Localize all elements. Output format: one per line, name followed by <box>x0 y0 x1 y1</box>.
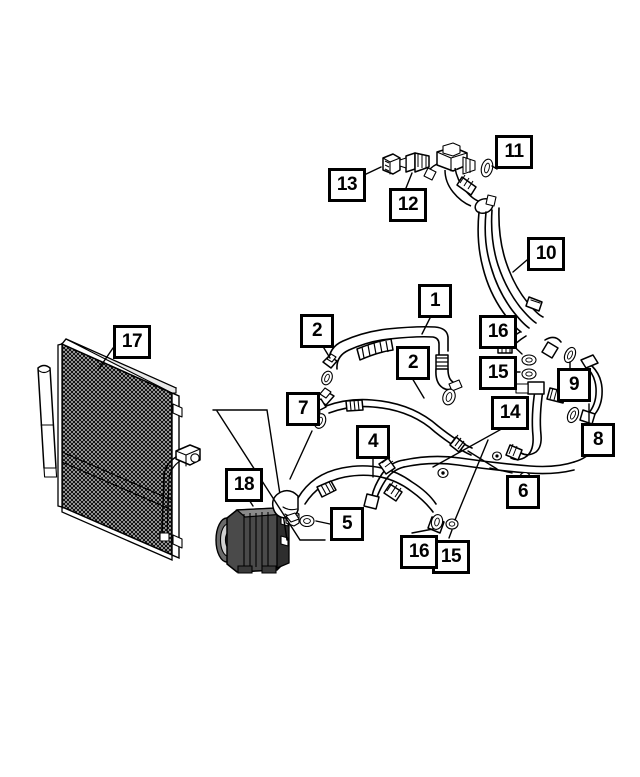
manifold-ribs <box>456 174 477 196</box>
leader-15b-extended <box>454 439 489 521</box>
compressor-body <box>226 507 290 574</box>
hose-end-fitting-left <box>321 353 338 386</box>
callout-16b[interactable]: 16 <box>400 535 438 569</box>
callout-15b[interactable]: 15 <box>432 540 470 574</box>
callout-17[interactable]: 17 <box>113 325 151 359</box>
leader-10 <box>512 259 528 273</box>
service-port-group <box>361 142 498 215</box>
callout-7[interactable]: 7 <box>286 392 320 426</box>
leader-17 <box>97 347 114 371</box>
callout-2b[interactable]: 2 <box>396 346 430 380</box>
line-bracket-mid <box>525 296 543 312</box>
discharge-line-hose-1 <box>318 317 463 406</box>
hose-crimp-lower-right <box>383 481 403 502</box>
condenser-brackets <box>172 403 183 549</box>
callout-11[interactable]: 11 <box>495 135 533 169</box>
callout-14[interactable]: 14 <box>491 396 529 430</box>
line-manifold-block <box>423 142 497 215</box>
callout-15a[interactable]: 15 <box>479 356 517 390</box>
callout-6[interactable]: 6 <box>506 475 540 509</box>
condenser-assembly <box>37 338 201 561</box>
callout-2a[interactable]: 2 <box>300 314 334 348</box>
leader-2b <box>411 377 425 399</box>
receiver-drier <box>37 364 58 478</box>
callout-9[interactable]: 9 <box>557 368 591 402</box>
leader-5 <box>315 520 331 525</box>
callout-4[interactable]: 4 <box>356 425 390 459</box>
callout-8[interactable]: 8 <box>581 423 615 457</box>
hose-crimp-1 <box>356 338 394 361</box>
callout-5[interactable]: 5 <box>330 507 364 541</box>
callout-1[interactable]: 1 <box>418 284 452 318</box>
valve-core-12 <box>399 152 430 173</box>
callout-10[interactable]: 10 <box>527 237 565 271</box>
leader-6 <box>489 467 513 474</box>
hose-crimp-upper <box>345 399 364 412</box>
hose-end-fitting-right <box>435 354 463 406</box>
compressor-port-socket <box>271 489 300 523</box>
service-port-cap-13 <box>382 153 401 175</box>
condenser-outlet-fitting <box>159 444 201 542</box>
condenser-core <box>57 338 180 561</box>
callout-16a[interactable]: 16 <box>479 315 517 349</box>
callout-13[interactable]: 13 <box>328 168 366 202</box>
leader-6-extended <box>467 450 498 470</box>
leader-15b <box>448 529 453 539</box>
callout-18[interactable]: 18 <box>225 468 263 502</box>
leader-7-extended <box>216 410 326 541</box>
o-rings-bottom <box>411 439 489 539</box>
tube-crimp-6 <box>378 456 396 475</box>
leader-1 <box>421 317 431 335</box>
liquid-line-tube-6 <box>363 447 595 510</box>
seal-washer-11 <box>480 158 494 178</box>
callout-12[interactable]: 12 <box>389 188 427 222</box>
suction-line-hose-4 <box>216 387 503 541</box>
hose-crimp-lower-left <box>316 480 337 498</box>
compressor-assembly <box>212 409 300 574</box>
leader-7-down <box>289 430 313 480</box>
leader-12 <box>405 172 413 189</box>
leader-16b <box>411 528 434 534</box>
